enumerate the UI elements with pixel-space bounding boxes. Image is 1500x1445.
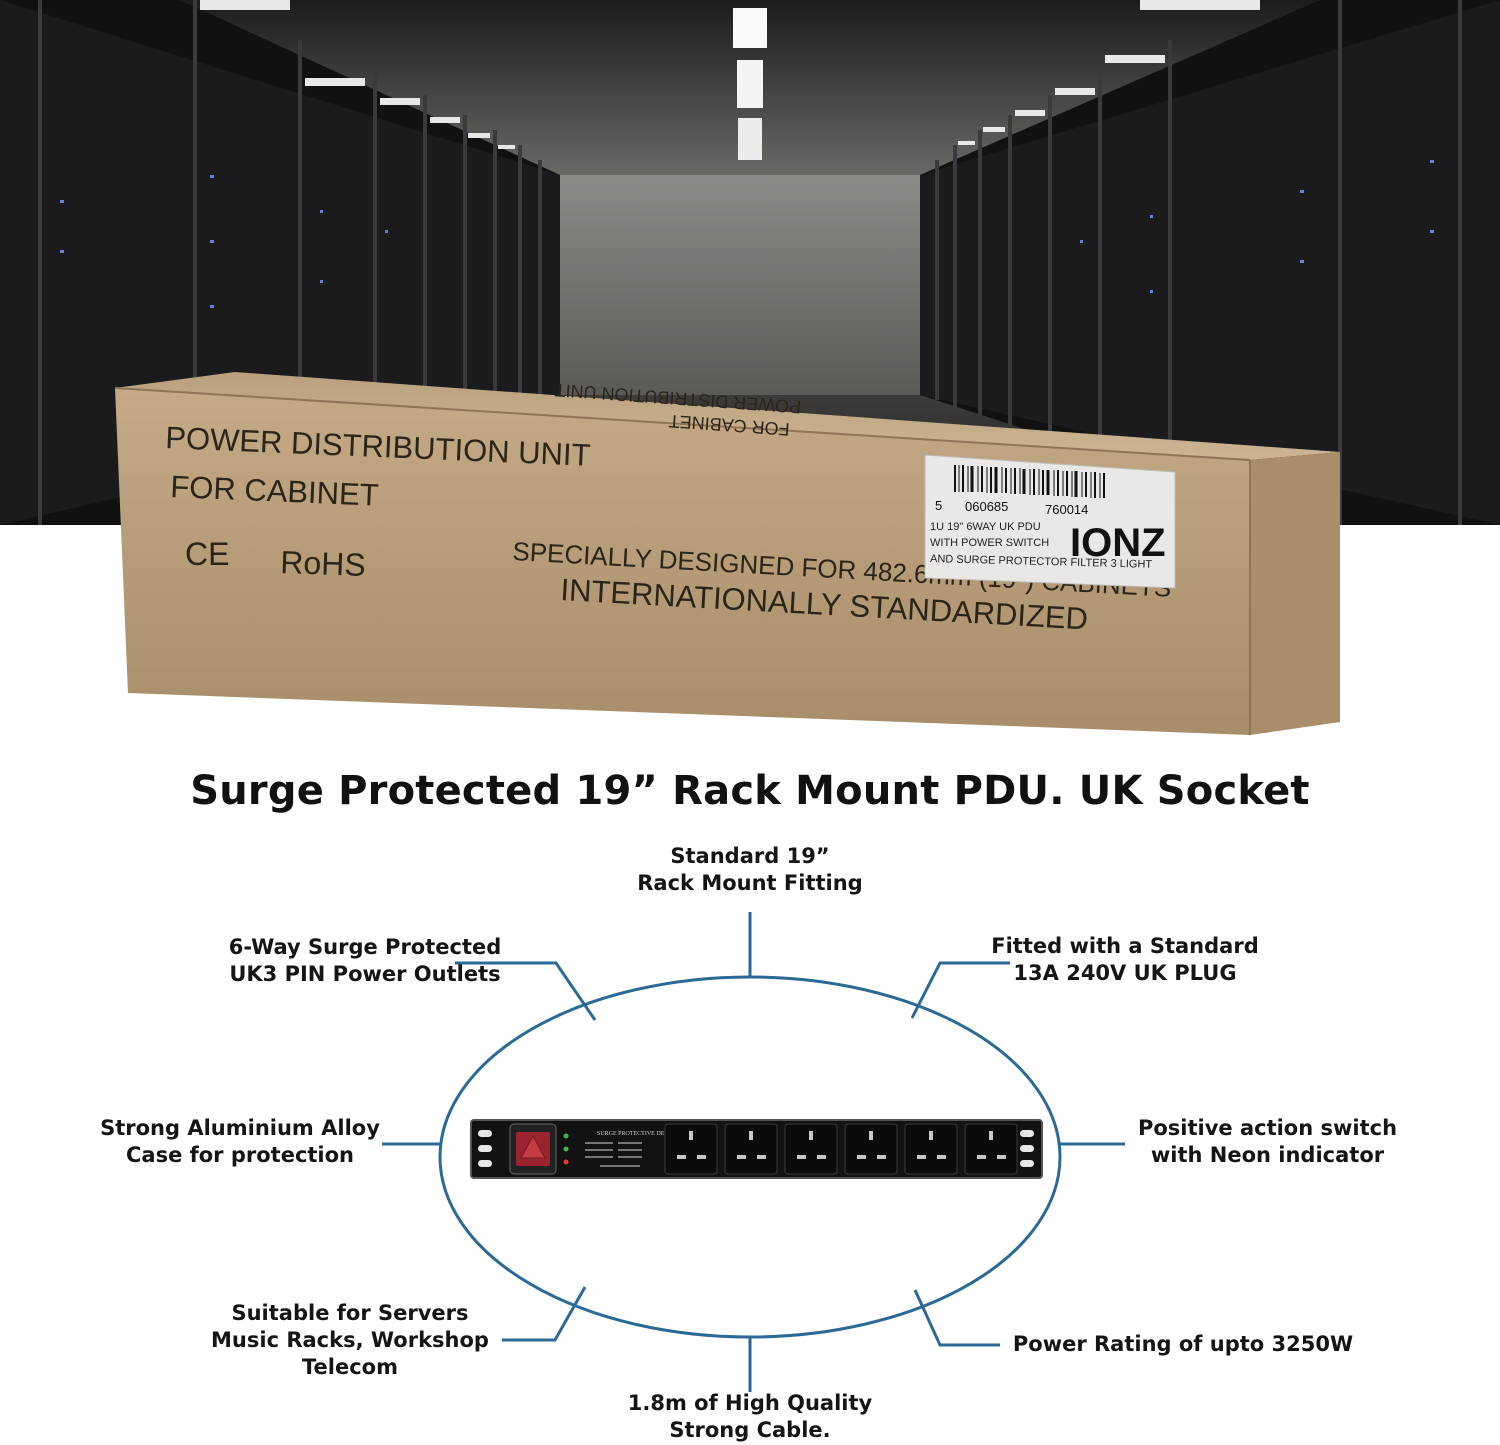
- label-line3: AND SURGE PROTECTOR FILTER 3 LIGHT: [930, 553, 1153, 571]
- callout-uk-plug: Fitted with a Standard 13A 240V UK PLUG: [965, 933, 1285, 987]
- barcode-digit-left: 5: [935, 498, 942, 513]
- callout-uk-plug-line2: 13A 240V UK PLUG: [1013, 961, 1237, 985]
- box-title-line2: FOR CABINET: [170, 469, 380, 513]
- callout-uk-plug-line1: Fitted with a Standard: [991, 934, 1259, 958]
- indicator-lights: [563, 1133, 569, 1165]
- callout-rack-mount-line1: Standard 19”: [670, 844, 830, 868]
- callout-switch: Positive action switch with Neon indicat…: [1120, 1115, 1415, 1169]
- outlet-pins: [677, 1131, 1006, 1159]
- pdu-panel-text: SURGE PROTECTIVE DEVICE: [597, 1131, 679, 1137]
- callout-alloy-case: Strong Aluminium Alloy Case for protecti…: [80, 1115, 400, 1169]
- callout-alloy-case-line2: Case for protection: [125, 1143, 355, 1167]
- pdu-device: SURGE PROTECTIVE DEVICE: [470, 1119, 1043, 1179]
- power-switch: [509, 1123, 557, 1175]
- callout-rack-mount-line2: Rack Mount Fitting: [637, 871, 863, 895]
- product-box: POWER DISTRIBUTION UNIT FOR CABINET CE R…: [114, 372, 1340, 735]
- callout-outlets: 6-Way Surge Protected UK3 PIN Power Outl…: [200, 934, 530, 988]
- label-line2: WITH POWER SWITCH: [930, 537, 1049, 549]
- callout-suitable-for: Suitable for Servers Music Racks, Worksh…: [190, 1300, 510, 1381]
- callout-power-rating-line1: Power Rating of upto 3250W: [1012, 1332, 1354, 1356]
- barcode-digits-right: 760014: [1045, 502, 1088, 517]
- callout-outlets-line1: 6-Way Surge Protected: [228, 935, 502, 959]
- callout-switch-line1: Positive action switch: [1137, 1116, 1398, 1140]
- callout-suitable-for-line1: Suitable for Servers: [231, 1301, 469, 1325]
- callout-lines: [382, 912, 1125, 1392]
- callout-cable: 1.8m of High Quality Strong Cable.: [600, 1390, 900, 1444]
- callout-rack-mount: Standard 19” Rack Mount Fitting: [600, 843, 900, 897]
- hero-product-photo: POWER DISTRIBUTION UNIT FOR CABINET CE R…: [0, 0, 1500, 735]
- callout-suitable-for-line2: Music Racks, Workshop: [211, 1328, 489, 1352]
- mount-ear-left: [478, 1130, 492, 1167]
- callout-switch-line2: with Neon indicator: [1150, 1143, 1385, 1167]
- label-line1: 1U 19" 6WAY UK PDU: [930, 521, 1041, 533]
- brand-logo: IONZ: [1070, 521, 1166, 565]
- headline: Surge Protected 19” Rack Mount PDU. UK S…: [190, 768, 1310, 814]
- box-ce-mark: CE: [185, 536, 229, 572]
- callout-suitable-for-line3: Telecom: [302, 1355, 398, 1379]
- callout-cable-line2: Strong Cable.: [669, 1418, 831, 1442]
- callout-cable-line1: 1.8m of High Quality: [627, 1391, 873, 1415]
- box-rohs-mark: RoHS: [280, 544, 367, 583]
- uk-outlets: [664, 1123, 1018, 1175]
- callout-alloy-case-line1: Strong Aluminium Alloy: [100, 1116, 380, 1140]
- barcode: [954, 465, 1105, 498]
- callout-power-rating: Power Rating of upto 3250W: [998, 1331, 1368, 1358]
- right-server-racks: [920, 0, 1500, 525]
- mount-ear-right: [1020, 1130, 1034, 1167]
- box-product-label: 5 060685 760014 1U 19" 6WAY UK PDU WITH …: [924, 454, 1176, 589]
- barcode-digits-mid: 060685: [965, 499, 1008, 514]
- callout-outlets-line2: UK3 PIN Power Outlets: [229, 962, 501, 986]
